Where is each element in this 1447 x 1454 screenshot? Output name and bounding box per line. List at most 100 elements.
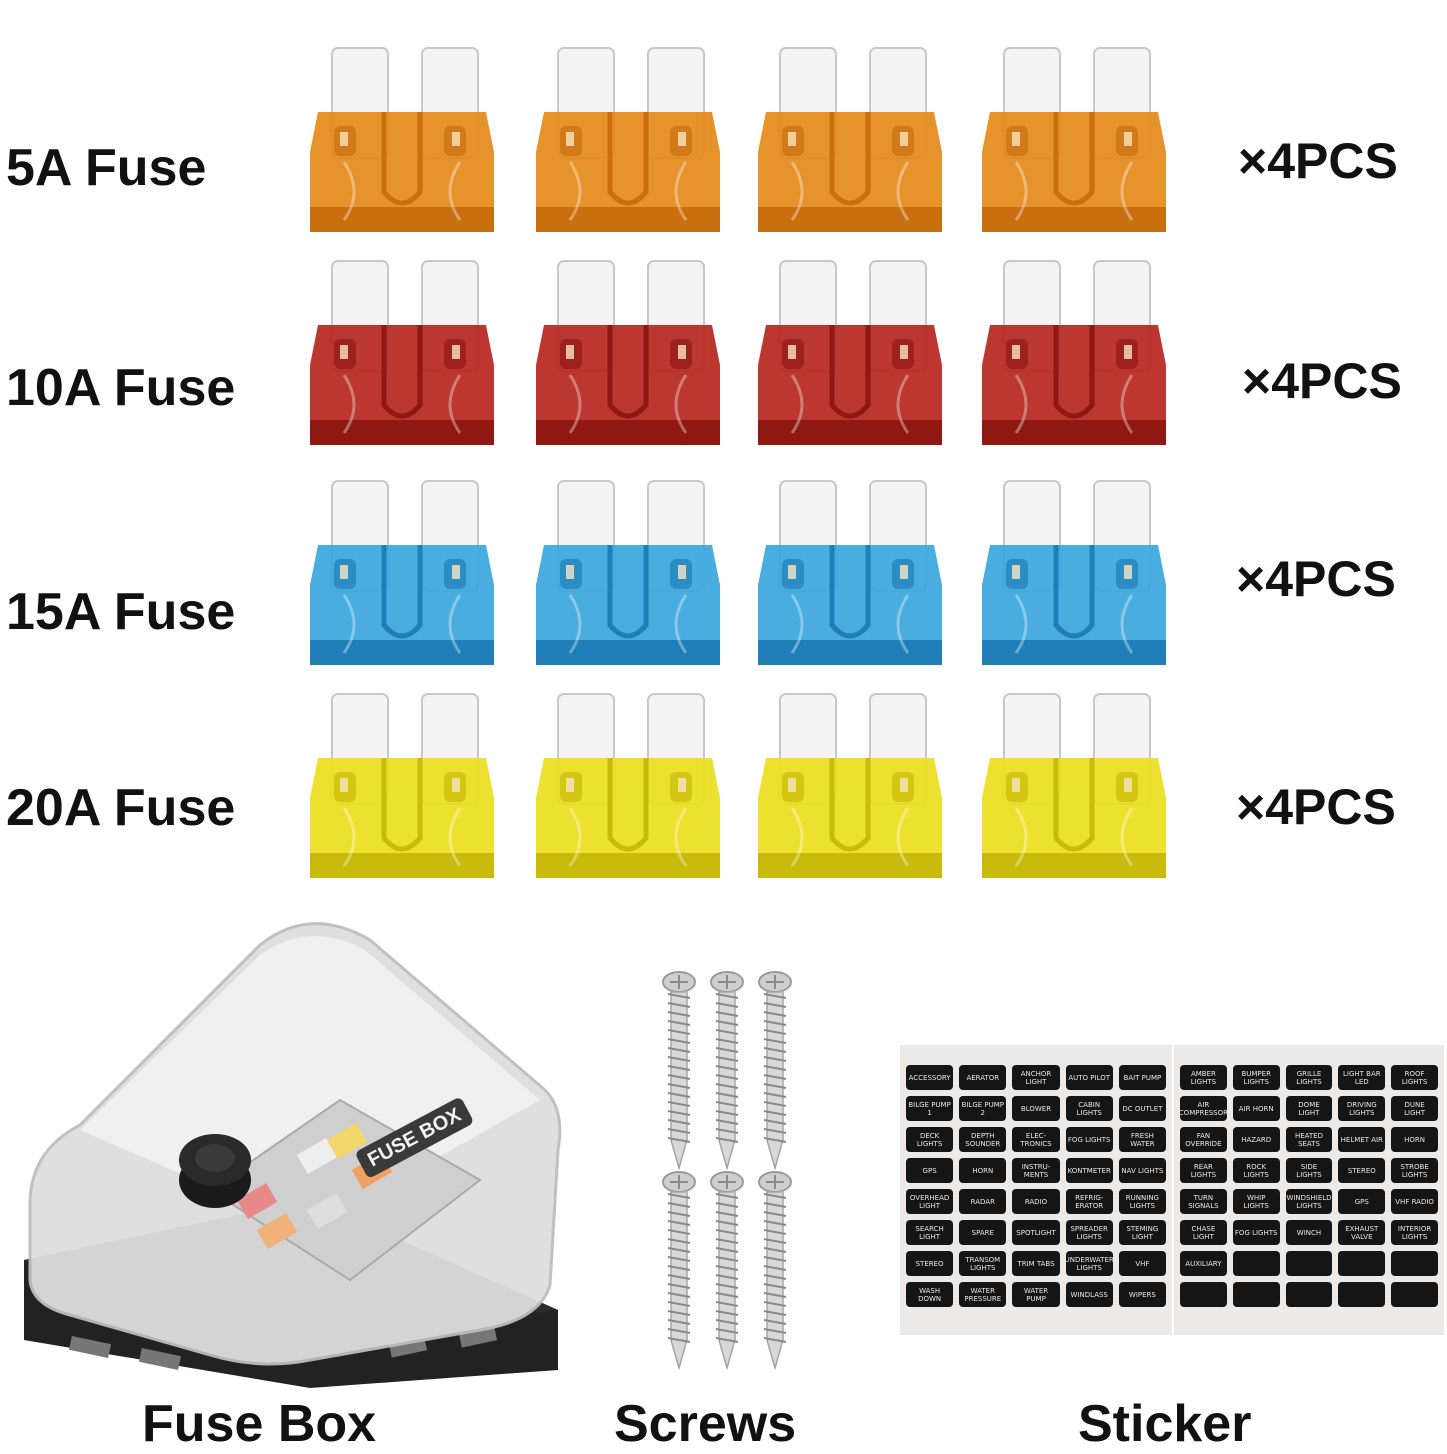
screw xyxy=(710,1170,744,1371)
fuse-row-quantity: ×4PCS xyxy=(1242,353,1402,409)
sticker-label: CABIN LIGHTS xyxy=(1065,1096,1113,1121)
sticker-label: TURN SIGNALS xyxy=(1180,1189,1227,1214)
blade-fuse xyxy=(530,475,726,675)
sticker-label: REFRIG-ERATOR xyxy=(1065,1189,1113,1214)
sticker-label: ROCK LIGHTS xyxy=(1232,1158,1280,1183)
sticker-label: WATER PRESSURE xyxy=(959,1282,1007,1307)
sticker-label: FOG LIGHTS xyxy=(1232,1220,1280,1245)
sticker-label: ACCESSORY xyxy=(906,1065,954,1090)
sticker-label: RUNNING LIGHTS xyxy=(1118,1189,1166,1214)
sticker-label: AERATOR xyxy=(959,1065,1007,1090)
sticker-label xyxy=(1391,1282,1438,1307)
blade-fuse xyxy=(976,688,1172,888)
sticker-label xyxy=(1232,1282,1280,1307)
blade-fuse xyxy=(304,475,500,675)
screws-image xyxy=(640,970,830,1371)
sticker-label: SPARE xyxy=(959,1220,1007,1245)
blade-fuse xyxy=(530,688,726,888)
sticker-label: WHIP LIGHTS xyxy=(1232,1189,1280,1214)
fuse-box-image: FUSE BOX xyxy=(10,900,570,1390)
sticker-label: HELMET AIR xyxy=(1338,1127,1386,1152)
sticker-label: WINCH xyxy=(1285,1220,1333,1245)
sticker-label: BAIT PUMP xyxy=(1118,1065,1166,1090)
sticker-label: DRIVING LIGHTS xyxy=(1338,1096,1386,1121)
fuse-row-quantity: ×4PCS xyxy=(1236,551,1396,607)
blade-fuse xyxy=(976,255,1172,455)
sticker-label: GRILLE LIGHTS xyxy=(1285,1065,1333,1090)
blade-fuse xyxy=(752,255,948,455)
sticker-label: ROOF LIGHTS xyxy=(1391,1065,1438,1090)
fuse-drawing xyxy=(758,480,942,665)
sticker-label: HEATED SEATS xyxy=(1285,1127,1333,1152)
sticker-label: SPREADER LIGHTS xyxy=(1065,1220,1113,1245)
sticker-label: VHF RADIO xyxy=(1391,1189,1438,1214)
sticker-label: AMBER LIGHTS xyxy=(1180,1065,1227,1090)
fuse-box-illustration: FUSE BOX xyxy=(24,922,562,1388)
fuse-drawing xyxy=(310,693,494,878)
sticker-label: CHASE LIGHT xyxy=(1180,1220,1227,1245)
sticker-label: FRESH WATER xyxy=(1118,1127,1166,1152)
sticker-label: HORN xyxy=(1391,1127,1438,1152)
sticker-label xyxy=(1232,1251,1280,1276)
screw xyxy=(662,970,696,1171)
fuse-box-label-plate xyxy=(356,1098,473,1177)
blade-fuse xyxy=(530,42,726,242)
sticker-label xyxy=(1391,1251,1438,1276)
fuse-drawing xyxy=(310,47,494,232)
sticker-label: DUNE LIGHT xyxy=(1391,1096,1438,1121)
fuse-drawing xyxy=(310,260,494,445)
screw xyxy=(758,1170,792,1371)
sticker-label: LIGHT BAR LED xyxy=(1338,1065,1386,1090)
sticker-label: STEREO xyxy=(1338,1158,1386,1183)
sticker-label xyxy=(1338,1251,1386,1276)
sticker-label: SEARCH LIGHT xyxy=(906,1220,954,1245)
sticker-label: GPS xyxy=(906,1158,954,1183)
fuse-drawing xyxy=(982,47,1166,232)
sticker-label: DC OUTLET xyxy=(1118,1096,1166,1121)
sticker-label: AIR HORN xyxy=(1232,1096,1280,1121)
fuse-drawing xyxy=(758,693,942,878)
sticker-label: NAV LIGHTS xyxy=(1118,1158,1166,1183)
sticker-label: HAZARD xyxy=(1232,1127,1280,1152)
sticker-label: RADIO xyxy=(1012,1189,1060,1214)
sticker-label: VHF xyxy=(1118,1251,1166,1276)
blade-fuse xyxy=(752,42,948,242)
fuse-drawing xyxy=(758,260,942,445)
fuse-drawing xyxy=(536,260,720,445)
sticker-label: STROBE LIGHTS xyxy=(1391,1158,1438,1183)
fuse-row-quantity: ×4PCS xyxy=(1236,779,1396,835)
fuse-box-caption: Fuse Box xyxy=(142,1395,377,1453)
fuse-row-quantity: ×4PCS xyxy=(1238,133,1398,189)
fuse-row-label: 15A Fuse xyxy=(6,583,236,641)
sticker-label: UNDERWATER LIGHTS xyxy=(1065,1251,1113,1276)
sticker-label: WINDLASS xyxy=(1065,1282,1113,1307)
blade-fuse xyxy=(976,475,1172,675)
sticker-label: TRANSOM LIGHTS xyxy=(959,1251,1007,1276)
fuse-drawing xyxy=(310,480,494,665)
sticker-label: BUMPER LIGHTS xyxy=(1232,1065,1280,1090)
fuse-drawing xyxy=(982,480,1166,665)
sticker-label: RADAR xyxy=(959,1189,1007,1214)
sticker-label: GPS xyxy=(1338,1189,1386,1214)
sticker-label: BLOWER xyxy=(1012,1096,1060,1121)
fuse-drawing xyxy=(536,47,720,232)
sticker-label: WASH DOWN xyxy=(906,1282,954,1307)
sticker-label xyxy=(1285,1251,1333,1276)
sticker-label: AIR COMPRESSOR xyxy=(1180,1096,1227,1121)
sticker-label: DECK LIGHTS xyxy=(906,1127,954,1152)
sticker-label: BILGE PUMP 2 xyxy=(959,1096,1007,1121)
sticker-label: INTERIOR LIGHTS xyxy=(1391,1220,1438,1245)
sticker-label xyxy=(1285,1282,1333,1307)
sticker-caption: Sticker xyxy=(1078,1395,1252,1453)
fuse-row-label: 10A Fuse xyxy=(6,359,236,417)
sticker-label: DOME LIGHT xyxy=(1285,1096,1333,1121)
blade-fuse xyxy=(304,255,500,455)
sticker-label xyxy=(1180,1282,1227,1307)
sticker-label: STEMING LIGHT xyxy=(1118,1220,1166,1245)
fuse-drawing xyxy=(758,47,942,232)
sticker-label: HORN xyxy=(959,1158,1007,1183)
sticker-label: TRIM TABS xyxy=(1012,1251,1060,1276)
